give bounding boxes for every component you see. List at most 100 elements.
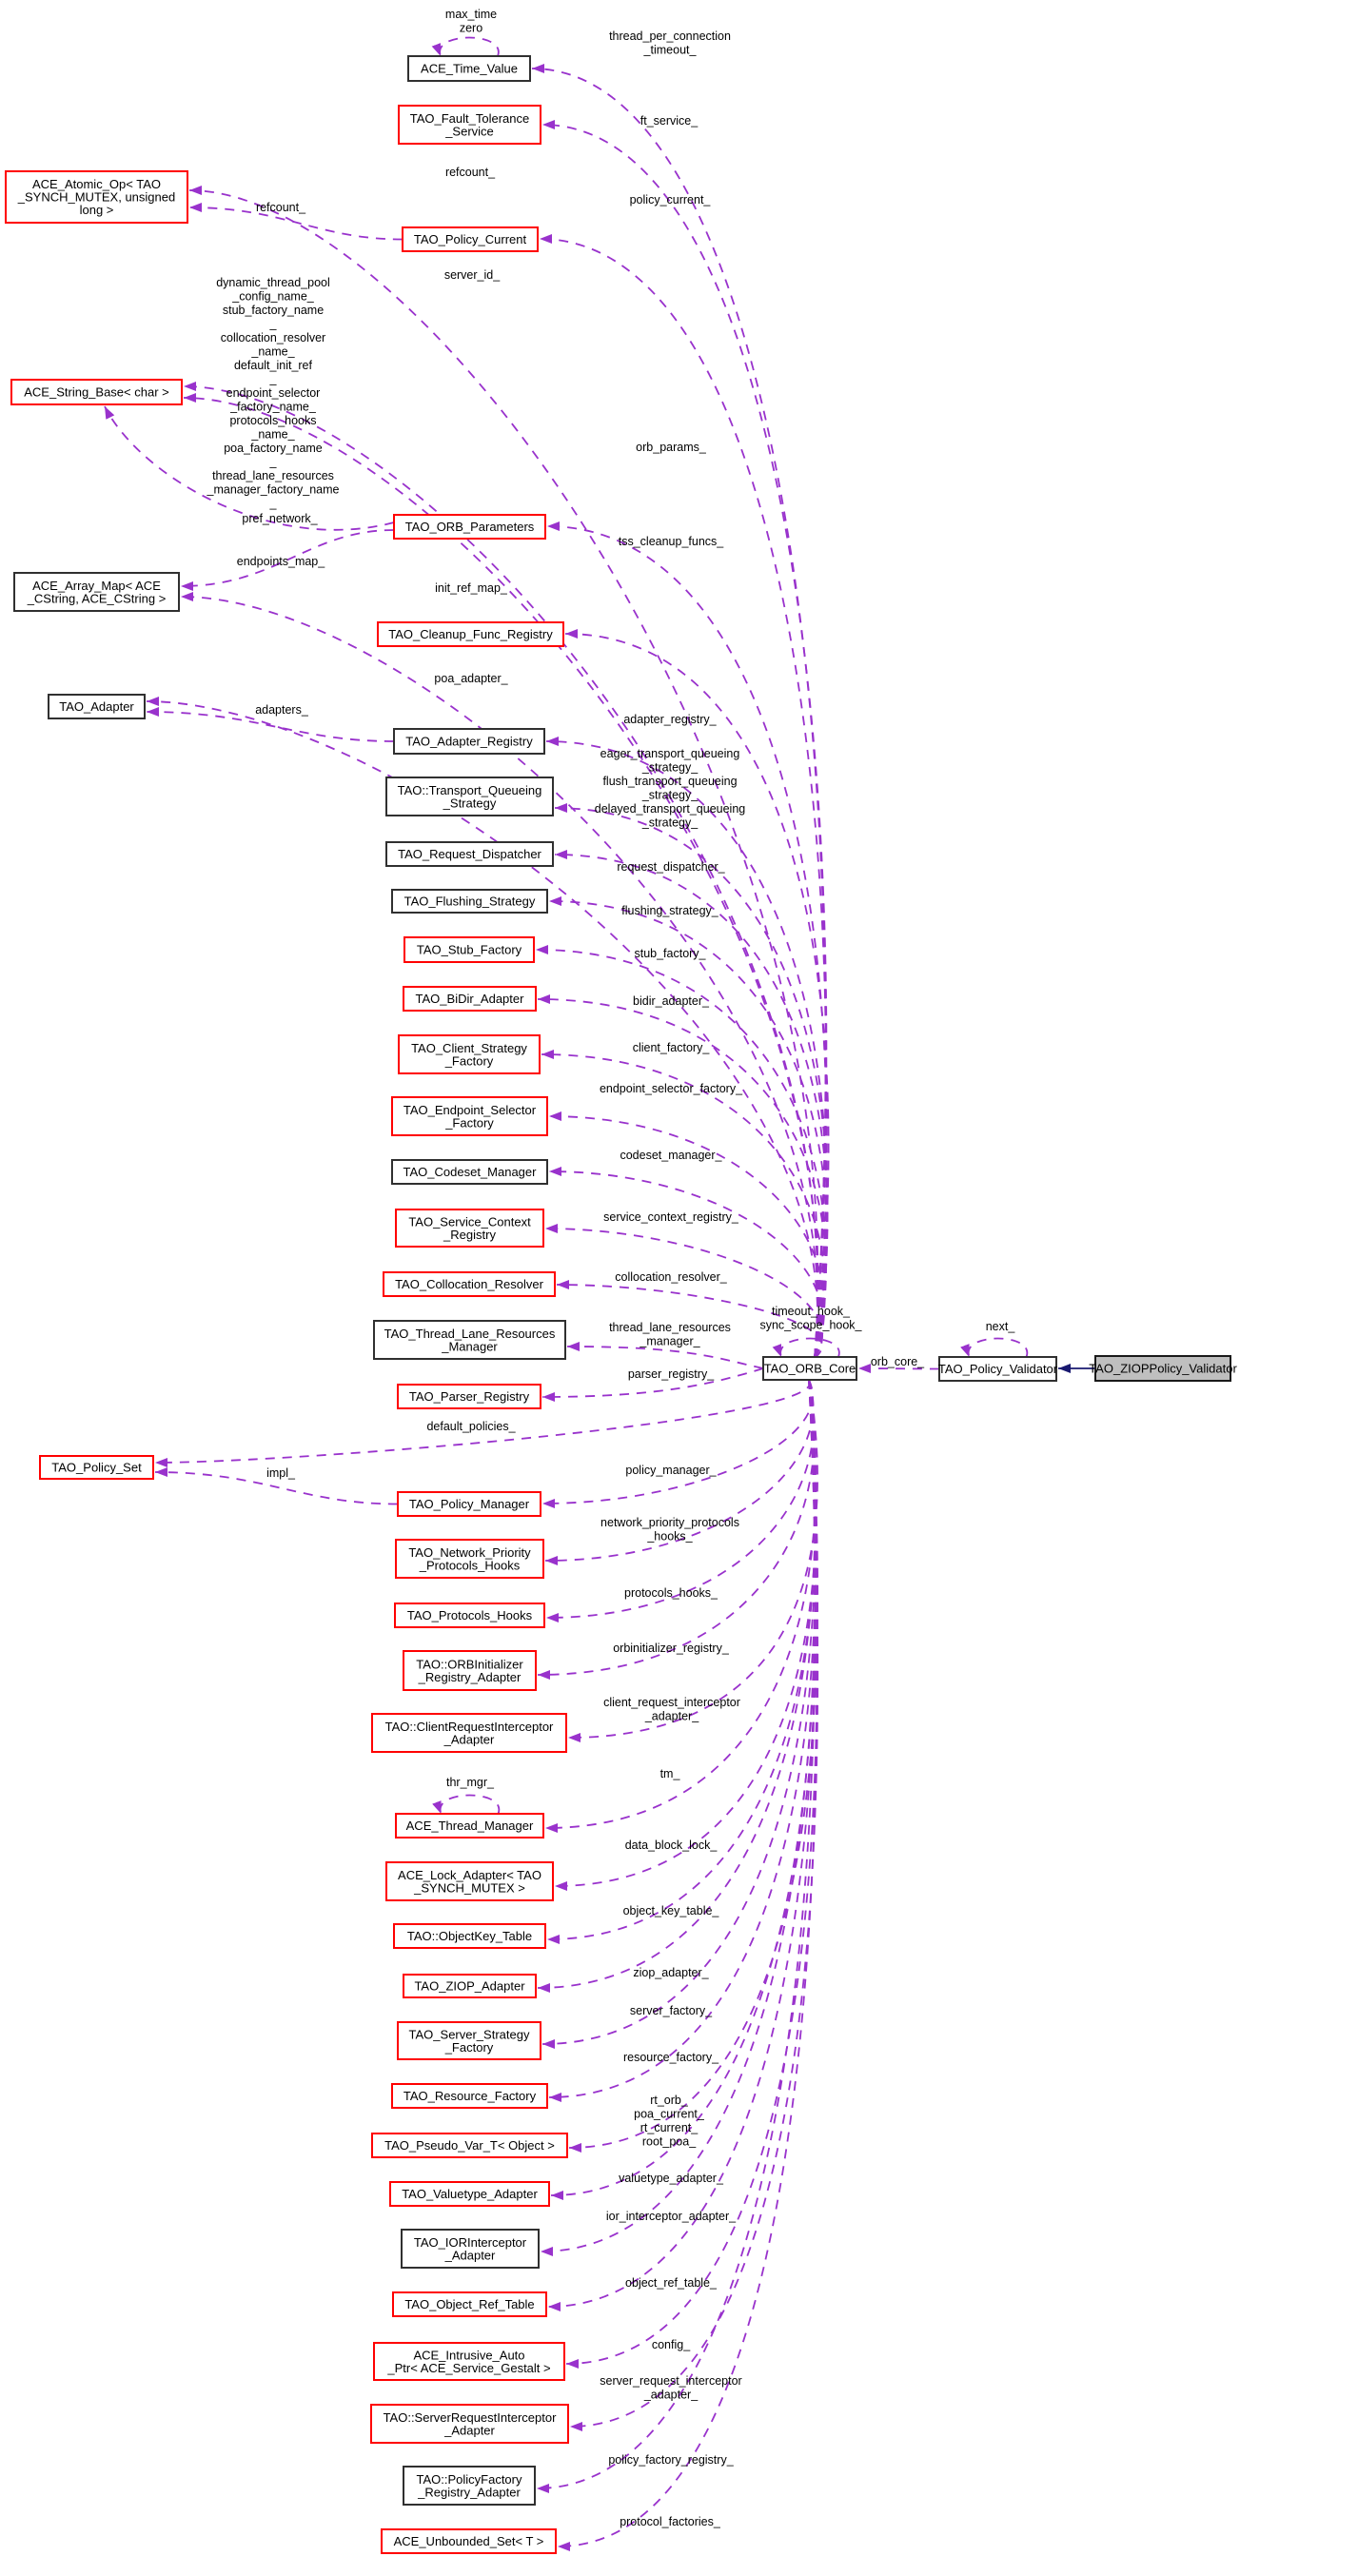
node-tao_transport_queueing_strategy[interactable]: TAO::Transport_Queueing_Strategy [385,777,554,816]
node-tao_cleanup_func_registry[interactable]: TAO_Cleanup_Func_Registry [377,621,564,647]
edge-label-ft_service: ft_service_ [640,114,699,128]
edge-label-server_factory: server_factory_ [630,2004,713,2017]
edge-label-protocols_hooks: protocols_hooks_ [624,1586,718,1600]
edge-parser_registry [541,1367,764,1402]
node-ace_thread_manager[interactable]: ACE_Thread_Manager [395,1813,544,1839]
edge-object_key_table [546,1379,817,1944]
node-box [373,2342,565,2381]
edge-label-policy_current: policy_current_ [630,193,712,206]
node-ace_string_base[interactable]: ACE_String_Base< char > [10,379,183,405]
node-tao_policy_set[interactable]: TAO_Policy_Set [39,1455,154,1480]
node-ace_intrusive_auto_ptr[interactable]: ACE_Intrusive_Auto_Ptr< ACE_Service_Gest… [373,2342,565,2381]
node-tao_collocation_resolver[interactable]: TAO_Collocation_Resolver [383,1271,556,1297]
node-tao_valuetype_adapter[interactable]: TAO_Valuetype_Adapter [389,2181,550,2207]
node-tao_ziop_adapter[interactable]: TAO_ZIOP_Adapter [403,1974,537,1998]
node-tao_bidir_adapter[interactable]: TAO_BiDir_Adapter [403,986,537,1012]
node-box [938,1356,1057,1382]
node-tao_ziop_policy_validator[interactable]: TAO_ZIOPPolicy_Validator [1089,1355,1237,1382]
node-tao_policy_manager[interactable]: TAO_Policy_Manager [397,1491,541,1517]
edge-label-orbinitializer_registry: orbinitializer_registry_ [613,1642,730,1655]
edge-transport_queueing [554,803,829,1359]
edge-label-default_policies: default_policies_ [426,1420,516,1433]
node-box [403,986,537,1012]
node-tao_resource_factory[interactable]: TAO_Resource_Factory [391,2083,548,2109]
node-ace_array_map[interactable]: ACE_Array_Map< ACE_CString, ACE_CString … [13,572,180,612]
node-tao_adapter[interactable]: TAO_Adapter [48,694,146,719]
edge-label-orb_cstrings: dynamic_thread_pool_config_name_stub_fac… [207,276,340,510]
node-label: TAO_IORInterceptor_Adapter [414,2235,527,2263]
edge-refcount_pc [188,203,403,241]
node-tao_codeset_manager[interactable]: TAO_Codeset_Manager [391,1159,548,1185]
node-tao_server_strategy_factory[interactable]: TAO_Server_Strategy_Factory [397,2021,541,2060]
node-ace_time_value[interactable]: ACE_Time_Value [407,55,531,82]
node-box [403,1974,537,1998]
edge-label-pref_network: pref_network_ [242,512,318,525]
edge-label-thread_lane_resources_manager: thread_lane_resources_manager_ [609,1321,731,1348]
node-ace_atomic_op[interactable]: ACE_Atomic_Op< TAO_SYNCH_MUTEX, unsigned… [5,170,188,224]
node-tao_thread_lane_resources_manager[interactable]: TAO_Thread_Lane_Resources_Manager [373,1320,566,1360]
node-tao_policy_validator[interactable]: TAO_Policy_Validator [938,1356,1058,1382]
node-label: TAO_Collocation_Resolver [395,1277,543,1291]
node-tao_object_ref_table[interactable]: TAO_Object_Ref_Table [392,2291,547,2317]
node-tao_service_context_registry[interactable]: TAO_Service_Context_Registry [395,1209,544,1248]
edge-label-orb_core: orb_core_ [871,1355,925,1368]
node-tao_request_dispatcher[interactable]: TAO_Request_Dispatcher [385,841,554,867]
node-tao_clientrequestinterceptor_adapter[interactable]: TAO::ClientRequestInterceptor_Adapter [371,1713,567,1753]
edge-label-data_block_lock: data_block_lock_ [625,1839,718,1852]
node-tao_flushing_strategy[interactable]: TAO_Flushing_Strategy [391,889,548,914]
node-label: ACE_Lock_Adapter< TAO_SYNCH_MUTEX > [398,1868,541,1896]
node-tao_objectkey_table[interactable]: TAO::ObjectKey_Table [393,1923,546,1949]
node-tao_protocols_hooks[interactable]: TAO_Protocols_Hooks [394,1603,545,1628]
node-tao_pseudo_var_t[interactable]: TAO_Pseudo_Var_T< Object > [371,2133,568,2158]
edge-client_request_interceptor_adapter [567,1379,818,1742]
node-tao_parser_registry[interactable]: TAO_Parser_Registry [397,1384,541,1409]
edge-label-resource_factory: resource_factory_ [623,2051,719,2064]
node-label: TAO_Policy_Manager [409,1497,530,1511]
node-tao_adapter_registry[interactable]: TAO_Adapter_Registry [393,728,545,755]
edge-label-transport_queueing: eager_transport_queueing_strategy_flush_… [595,747,746,830]
node-tao_stub_factory[interactable]: TAO_Stub_Factory [403,936,535,963]
edge-label-refcount_orb: refcount_ [445,166,496,179]
node-label: TAO_Parser_Registry [409,1389,530,1404]
edge-label-thr_mgr: thr_mgr_ [446,1776,495,1789]
node-tao_orbinitializer_registry_adapter[interactable]: TAO::ORBInitializer_Registry_Adapter [403,1650,537,1691]
node-label: TAO::ORBInitializer_Registry_Adapter [416,1657,523,1684]
edge-policy_manager [541,1379,814,1508]
node-label: TAO::PolicyFactory_Registry_Adapter [416,2472,522,2500]
edge-label-tm: tm_ [660,1767,681,1780]
edge-label-adapter_registry: adapter_registry_ [623,713,717,726]
node-label: ACE_String_Base< char > [24,385,168,400]
node-tao_iorinterceptor_adapter[interactable]: TAO_IORInterceptor_Adapter [401,2229,540,2269]
node-label: TAO_Policy_Current [414,232,527,246]
node-label: TAO_Pseudo_Var_T< Object > [384,2138,555,2153]
node-box [373,1320,566,1360]
node-box [394,1603,545,1628]
node-box [403,1650,537,1691]
edge-label-config: config_ [652,2338,691,2351]
edge-label-flushing_strategy: flushing_strategy_ [621,904,719,917]
edge-max_time_zero [431,36,500,57]
node-tao_orb_core[interactable]: TAO_ORB_Core [762,1356,857,1381]
node-tao_orb_parameters[interactable]: TAO_ORB_Parameters [393,514,546,540]
node-tao_network_priority_protocols_hooks[interactable]: TAO_Network_Priority_Protocols_Hooks [395,1539,544,1579]
edge-label-rt_members: rt_orb_poa_current_rt_current_root_poa_ [634,2094,705,2149]
node-ace_unbounded_set[interactable]: ACE_Unbounded_Set< T > [381,2528,557,2554]
node-tao_policyfactory_registry_adapter[interactable]: TAO::PolicyFactory_Registry_Adapter [403,2466,536,2506]
edge-codeset_manager [548,1167,825,1359]
edge-label-tss_cleanup_funcs: tss_cleanup_funcs_ [619,535,725,548]
edge-server_request_interceptor_adapter [569,1379,819,2431]
node-ace_lock_adapter[interactable]: ACE_Lock_Adapter< TAO_SYNCH_MUTEX > [385,1861,554,1901]
node-tao_serverrequestinterceptor_adapter[interactable]: TAO::ServerRequestInterceptor_Adapter [370,2404,569,2444]
node-tao_client_strategy_factory[interactable]: TAO_Client_Strategy_Factory [398,1034,541,1074]
node-tao_fault_tolerance_service[interactable]: TAO_Fault_Tolerance_Service [398,105,541,145]
node-label: TAO_Endpoint_Selector_Factory [403,1103,537,1131]
node-tao_endpoint_selector_factory[interactable]: TAO_Endpoint_Selector_Factory [391,1096,548,1136]
edge-orb_core [857,1364,940,1374]
edge-label-ior_interceptor_adapter: ior_interceptor_adapter_ [606,2210,737,2223]
edge-pref_network [104,405,395,531]
edge-label-policy_factory_registry: policy_factory_registry_ [608,2453,734,2467]
node-tao_policy_current[interactable]: TAO_Policy_Current [402,226,539,252]
node-box [391,2083,548,2109]
edge-data_block_lock [554,1379,817,1891]
